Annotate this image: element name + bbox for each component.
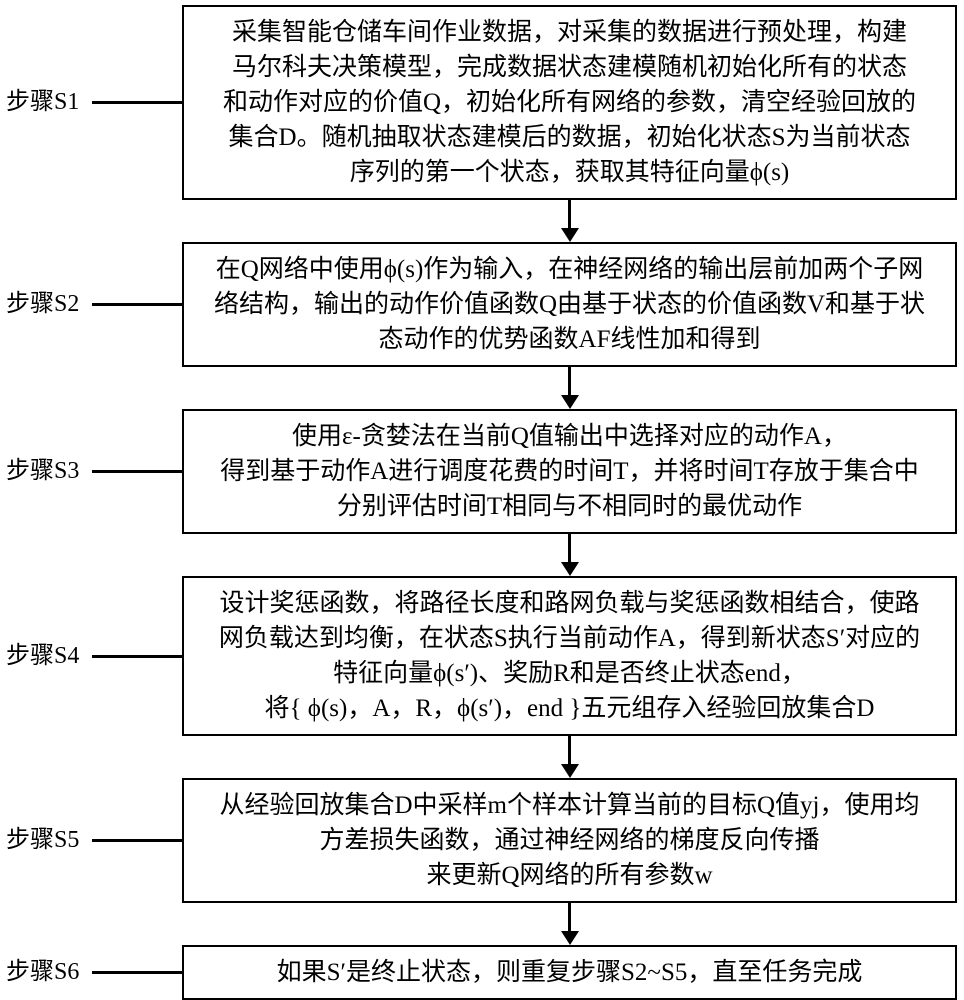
arrow-line [568,534,571,562]
arrow-line [568,200,571,228]
arrow-line [568,736,571,764]
step-row-s6: 步骤S6 如果S′是终止状态，则重复步骤S2~S5，直至任务完成 [0,945,964,1000]
step-label-s5: 步骤S5 [6,827,80,854]
arrow-head [560,764,579,778]
step-label-s2: 步骤S2 [6,291,80,318]
step-box-s3: 使用ε-贪婪法在当前Q值输出中选择对应的动作A， 得到基于动作A进行调度花费的时… [182,409,957,534]
arrow-down-icon [182,903,957,945]
step-box-s5: 从经验回放集合D中采样m个样本计算当前的目标Q值yj，使用均 方差损失函数，通过… [182,778,957,903]
arrow-head [560,562,579,576]
step-row-s1: 步骤S1 采集智能仓储车间作业数据，对采集的数据进行预处理，构建 马尔科夫决策模… [0,5,964,200]
arrow-down-icon [182,534,957,576]
arrow-down-icon [182,367,957,409]
step-row-s5: 步骤S5 从经验回放集合D中采样m个样本计算当前的目标Q值yj，使用均 方差损失… [0,778,964,903]
arrow-head [560,228,579,242]
connector-line-s6 [92,971,182,974]
step-box-s2: 在Q网络中使用ϕ(s)作为输入，在神经网络的输出层前加两个子网 络结构，输出的动… [182,242,957,367]
step-row-s2: 步骤S2 在Q网络中使用ϕ(s)作为输入，在神经网络的输出层前加两个子网 络结构… [0,242,964,367]
arrow-down-icon [182,200,957,242]
step-label-s6: 步骤S6 [6,959,80,986]
step-box-s6: 如果S′是终止状态，则重复步骤S2~S5，直至任务完成 [182,945,957,1000]
connector-line-s2 [92,303,182,306]
connector-line-s1 [92,101,182,104]
arrow-head [560,931,579,945]
arrow-line [568,903,571,931]
arrow-head [560,395,579,409]
step-label-s3: 步骤S3 [6,458,80,485]
connector-line-s3 [92,470,182,473]
step-row-s3: 步骤S3 使用ε-贪婪法在当前Q值输出中选择对应的动作A， 得到基于动作A进行调… [0,409,964,534]
step-label-s4: 步骤S4 [6,642,80,669]
arrow-down-icon [182,736,957,778]
arrow-line [568,367,571,395]
step-row-s4: 步骤S4 设计奖惩函数，将路径长度和路网负载与奖惩函数相结合，使路 网负载达到均… [0,576,964,736]
connector-line-s5 [92,839,182,842]
step-box-s4: 设计奖惩函数，将路径长度和路网负载与奖惩函数相结合，使路 网负载达到均衡，在状态… [182,576,957,736]
connector-line-s4 [92,654,182,658]
step-label-s1: 步骤S1 [6,89,80,116]
step-box-s1: 采集智能仓储车间作业数据，对采集的数据进行预处理，构建 马尔科夫决策模型，完成数… [182,5,957,200]
